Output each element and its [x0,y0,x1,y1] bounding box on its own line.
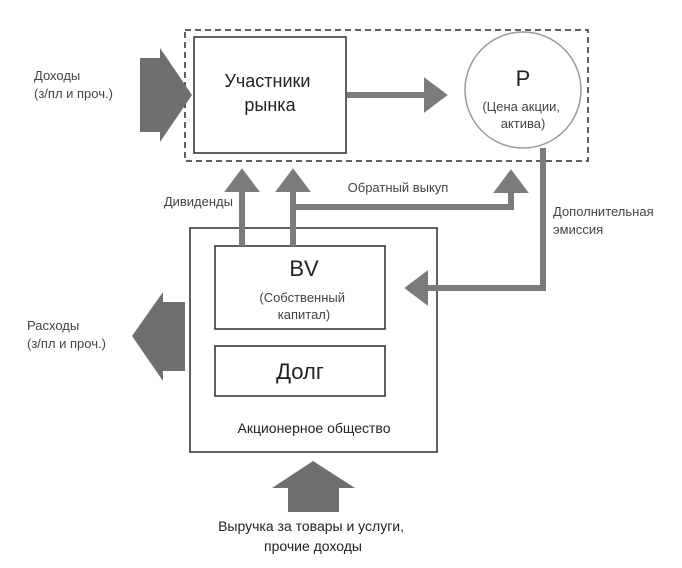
additional-issue-arrow [404,148,546,306]
book-value-description: (Собственный капитал) [259,290,348,322]
book-value-symbol: BV [289,256,319,281]
market-participants-box [193,36,347,154]
income-inflow-arrow [140,48,192,142]
dividends-label: Дивиденды [164,194,233,209]
price-description: (Цена акции, актива) [482,99,563,131]
market-participants-label: Участники рынка [224,71,315,115]
debt-box [214,345,386,397]
buyback-arrow [293,169,529,210]
revenue-inflow-label: Выручка за товары и услуги, прочие доход… [218,518,408,554]
book-value-box [214,245,386,330]
price-symbol: P [516,66,531,91]
debt-label: Долг [276,359,324,384]
expenses-outflow-label: Расходы (з/пл и проч.) [27,318,106,351]
additional-issue-label: Дополнительная эмиссия [553,204,657,237]
income-inflow-label: Доходы (з/пл и проч.) [34,68,113,101]
buyback-label: Обратный выкуп [348,180,449,195]
company-label: Акционерное общество [237,420,390,436]
price-circle [464,31,582,149]
revenue-inflow-arrow [272,461,355,512]
expenses-outflow-arrow [132,292,185,381]
